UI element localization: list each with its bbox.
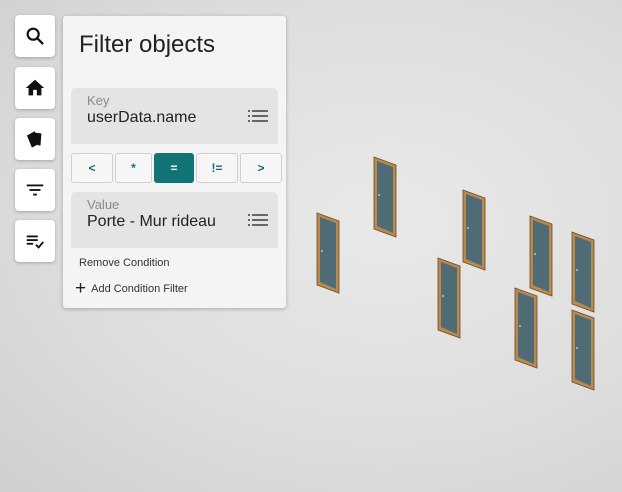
door-object[interactable] xyxy=(437,257,461,339)
operator-gt-button[interactable]: > xyxy=(240,153,282,183)
checklist-button[interactable] xyxy=(15,220,55,262)
panel-title: Filter objects xyxy=(79,31,216,58)
layers-icon xyxy=(26,131,42,148)
filter-icon xyxy=(26,184,44,196)
search-button[interactable] xyxy=(15,15,55,57)
operator-eq-button[interactable]: = xyxy=(154,153,194,183)
door-object[interactable] xyxy=(514,287,538,369)
door-object[interactable] xyxy=(316,212,340,294)
key-value: userData.name xyxy=(87,109,197,126)
plus-icon: + xyxy=(75,278,87,299)
remove-condition-button[interactable]: Remove Condition xyxy=(79,257,170,269)
door-object[interactable] xyxy=(373,156,397,238)
value-field[interactable]: Value Porte - Mur rideau xyxy=(71,192,278,248)
layers-button[interactable] xyxy=(15,118,55,160)
home-button[interactable] xyxy=(15,67,55,109)
home-icon xyxy=(25,79,45,96)
door-object[interactable] xyxy=(571,309,595,391)
operator-lt-button[interactable]: < xyxy=(71,153,113,183)
filter-button[interactable] xyxy=(15,169,55,211)
key-field[interactable]: Key userData.name xyxy=(71,88,278,144)
list-icon[interactable] xyxy=(248,212,268,228)
door-object[interactable] xyxy=(529,215,553,297)
add-condition-label: Add Condition Filter xyxy=(91,283,188,295)
value-label: Value xyxy=(87,197,120,212)
operator-group: < * = != > xyxy=(71,153,282,183)
checklist-icon xyxy=(26,235,44,249)
operator-contains-button[interactable]: * xyxy=(115,153,152,183)
search-icon xyxy=(26,27,44,45)
key-label: Key xyxy=(87,93,110,108)
door-object[interactable] xyxy=(462,189,486,271)
door-object[interactable] xyxy=(571,231,595,313)
filter-panel: Filter objects Key userData.name < * = !… xyxy=(63,16,286,308)
list-icon[interactable] xyxy=(248,108,268,124)
value-value: Porte - Mur rideau xyxy=(87,213,216,230)
operator-neq-button[interactable]: != xyxy=(196,153,238,183)
add-condition-button[interactable]: + Add Condition Filter xyxy=(75,278,188,299)
